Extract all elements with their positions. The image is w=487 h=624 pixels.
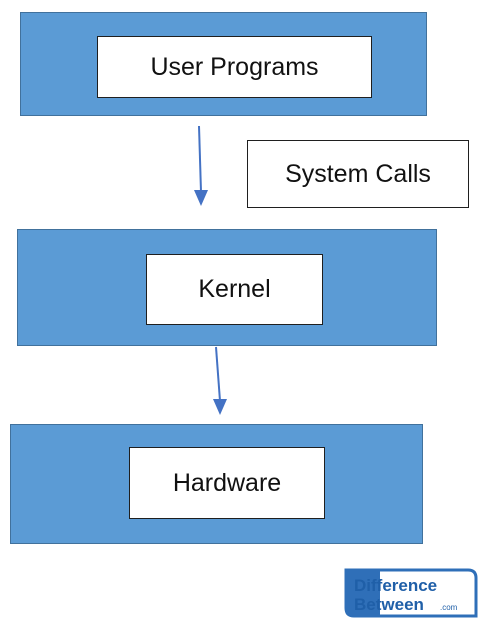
system-calls-box: System Calls (247, 140, 469, 208)
hardware-label: Hardware (172, 468, 282, 497)
arrow-kernel-to-hardware (213, 346, 227, 415)
arrow-user-to-kernel (194, 125, 208, 206)
logo-line2: Between (354, 595, 424, 614)
logo-line1: Difference (354, 576, 437, 595)
kernel-box: Kernel (146, 254, 323, 325)
hardware-box: Hardware (129, 447, 325, 519)
user-programs-box: User Programs (97, 36, 372, 98)
differencebetween-logo: Difference Between .com (344, 568, 478, 618)
system-calls-label: System Calls (285, 159, 431, 188)
user-programs-label: User Programs (150, 52, 319, 81)
logo-suffix: .com (440, 603, 458, 612)
kernel-label: Kernel (198, 275, 271, 303)
